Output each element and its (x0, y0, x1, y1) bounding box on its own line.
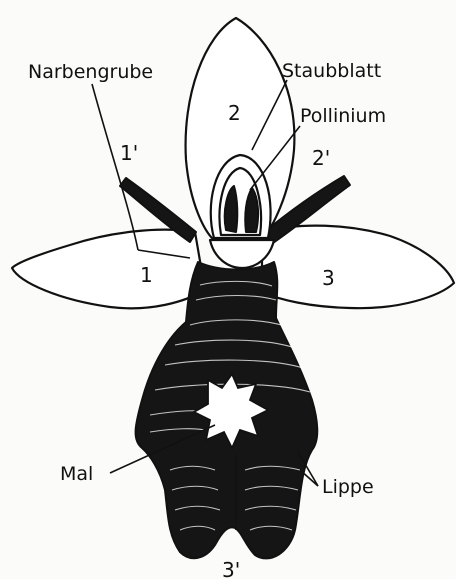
left-sepal (12, 230, 205, 309)
leader-narbengrube (92, 84, 138, 250)
number-3-prime: 3' (222, 558, 240, 579)
label-mal: Mal (60, 463, 93, 485)
label-lippe: Lippe (322, 476, 374, 498)
label-pollinium: Pollinium (300, 105, 386, 127)
right-sepal (262, 226, 454, 309)
label-narbengrube: Narbengrube (28, 61, 153, 83)
number-3: 3 (322, 266, 335, 290)
number-2-prime: 2' (312, 146, 330, 170)
number-2: 2 (228, 101, 241, 125)
label-staubblatt: Staubblatt (282, 60, 381, 82)
number-1: 1 (140, 263, 153, 287)
number-1-prime: 1' (120, 141, 138, 165)
